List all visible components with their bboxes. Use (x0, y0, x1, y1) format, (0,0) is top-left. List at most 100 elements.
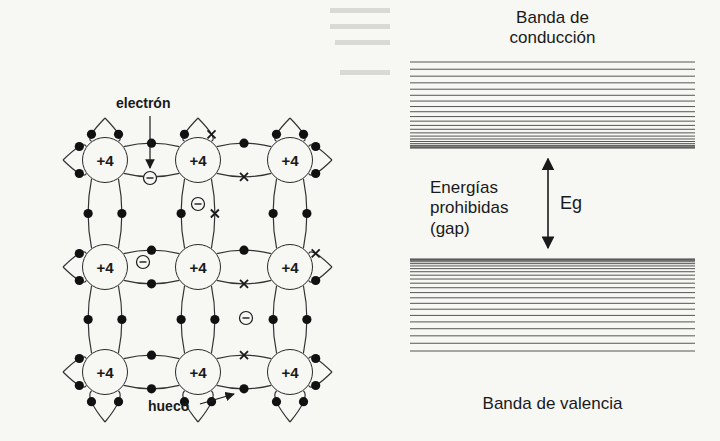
energy-level (410, 132, 695, 133)
gap-arrow (547, 159, 549, 248)
covalent-bond (181, 286, 215, 354)
gap-label: Energías prohibidas (gap) (430, 178, 540, 239)
energy-level (410, 309, 695, 310)
silicon-atom: +4 (175, 244, 221, 290)
free-electron-sign (147, 177, 154, 178)
bond-electron (311, 381, 320, 390)
bond-electron (87, 130, 96, 139)
hole-mark (208, 130, 216, 138)
energy-level (410, 279, 695, 280)
bond-electron (239, 139, 248, 148)
bond-electron (84, 209, 93, 218)
atom-charge: +4 (96, 364, 113, 381)
hole-mark (240, 351, 248, 359)
bond-electron (75, 142, 84, 151)
bond-electron (311, 276, 320, 285)
energy-level (410, 125, 695, 126)
bond-electron (180, 130, 189, 139)
band-title: Banda de conducción (473, 8, 633, 49)
bond-electron (147, 384, 156, 393)
hole-mark (240, 280, 248, 288)
bond-electron (269, 315, 278, 324)
energy-level (410, 259, 695, 260)
bond-electron (239, 246, 248, 255)
band-title: Banda de valencia (473, 394, 633, 414)
free-electron (137, 256, 150, 269)
covalent-bond (88, 286, 122, 354)
energy-level (410, 120, 695, 121)
energy-level (410, 265, 695, 266)
energy-level (410, 141, 695, 142)
bond-electron (302, 209, 311, 218)
band-levels (410, 258, 695, 352)
silicon-atom: +4 (82, 244, 128, 290)
free-electron-sign (243, 317, 250, 318)
bond-electron (87, 397, 96, 406)
bond-electron (272, 130, 281, 139)
energy-level (410, 69, 695, 70)
hole-label: hueco (148, 398, 189, 415)
energy-level (410, 82, 695, 83)
silicon-atom: +4 (175, 349, 221, 395)
bond-electron (272, 397, 281, 406)
covalent-bond (181, 179, 215, 249)
energy-level (410, 292, 695, 293)
free-electron (144, 172, 157, 185)
energy-level (410, 145, 695, 146)
bond-electron (147, 279, 156, 288)
bond-electron (210, 315, 219, 324)
bond-electron (147, 246, 156, 255)
bond-electron (239, 384, 248, 393)
free-electron-sign (140, 261, 147, 262)
energy-level (410, 61, 695, 62)
scan-background-text (330, 8, 390, 75)
energy-level (410, 283, 695, 284)
bond-electron (75, 169, 84, 178)
bond-electron (75, 249, 84, 258)
silicon-atom: +4 (267, 244, 313, 290)
electron-label: electrón (116, 95, 170, 112)
covalent-bond (217, 355, 272, 389)
bond-electron (84, 315, 93, 324)
bond-electron (147, 139, 156, 148)
energy-level (410, 275, 695, 276)
covalent-bond (273, 179, 307, 249)
free-electron (192, 198, 205, 211)
outer-bond (90, 391, 120, 422)
atom-charge: +4 (281, 152, 298, 169)
atom-charge: +4 (189, 152, 206, 169)
energy-level (410, 106, 695, 107)
energy-level (410, 143, 695, 144)
energy-level (410, 261, 695, 262)
bond-electron (311, 354, 320, 363)
energy-level (410, 343, 695, 344)
silicon-atom: +4 (267, 349, 313, 395)
covalent-bond (273, 286, 307, 354)
energy-level (410, 116, 695, 117)
bond-electron (177, 315, 186, 324)
energy-level (410, 315, 695, 316)
energy-level (410, 88, 695, 89)
hole-mark (312, 249, 320, 257)
level-lines (410, 258, 695, 352)
bond-electron (117, 209, 126, 218)
energy-level (410, 129, 695, 130)
energy-level (410, 351, 695, 352)
energy-level (410, 95, 695, 96)
gap-energy-symbol: Eg (558, 193, 584, 214)
silicon-atom: +4 (267, 137, 313, 183)
hole-leader (200, 394, 234, 404)
silicon-atom: +4 (82, 137, 128, 183)
energy-level (410, 303, 695, 304)
atom-charge: +4 (281, 259, 298, 276)
bond-electron (299, 130, 308, 139)
hole-mark (240, 173, 248, 181)
energy-level (410, 263, 695, 264)
energy-level (410, 271, 695, 272)
hole-mark (211, 210, 219, 218)
silicon-atom: +4 (82, 349, 128, 395)
bond-electron (117, 315, 126, 324)
bond-electron (269, 209, 278, 218)
covalent-bond (217, 143, 272, 177)
bond-electron (75, 276, 84, 285)
